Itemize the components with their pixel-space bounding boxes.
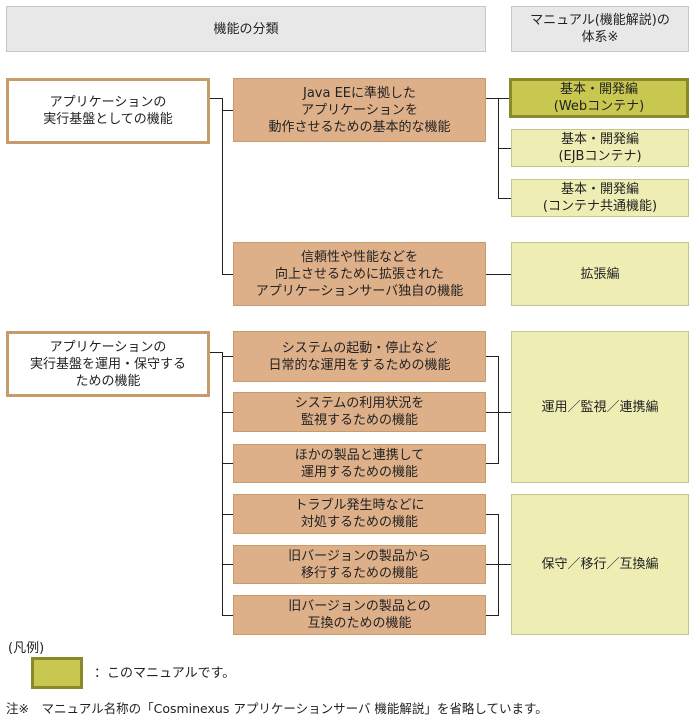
connector-line [486, 274, 511, 275]
legend-swatch [31, 657, 83, 689]
connector-line [222, 274, 233, 275]
connector-line [498, 356, 499, 464]
category-line: アプリケーションの [49, 95, 167, 110]
function-line: 動作させるための基本的な機能 [268, 119, 451, 135]
function-line: システムの利用状況を [294, 396, 425, 411]
function-line: 監視するための機能 [300, 413, 418, 428]
connector-line [222, 463, 233, 464]
connector-line [222, 514, 233, 515]
function-line: アプリケーションサーバ独自の機能 [255, 283, 464, 299]
manual-basic-dev-common: 基本・開発編 (コンテナ共通機能) [511, 179, 689, 217]
connector-line [486, 514, 498, 515]
function-integration: ほかの製品と連携して 運用するための機能 [233, 444, 486, 483]
function-line: 旧バージョンの製品との [288, 599, 431, 614]
function-line: 旧バージョンの製品から [288, 548, 431, 564]
category-line: 実行基盤を運用・保守する [29, 356, 186, 372]
function-line: Java EEに準拠した [302, 85, 417, 101]
connector-line [222, 412, 233, 413]
category-line: ための機能 [75, 373, 141, 389]
header-manual-system: マニュアル(機能解説)の 体系※ [511, 6, 689, 52]
connector-line [486, 98, 498, 99]
connector-line [210, 98, 222, 99]
manual-line: 基本・開発編 [560, 132, 639, 147]
function-migration: 旧バージョンの製品から 移行するための機能 [233, 545, 486, 584]
footnote: 注※ マニュアル名称の「Cosminexus アプリケーションサーバ 機能解説」… [6, 701, 548, 716]
manual-line: (EJBコンテナ) [558, 149, 642, 164]
function-line: 対処するための機能 [300, 515, 418, 530]
manual-operation-monitoring-integration: 運用／監視／連携編 [511, 331, 689, 483]
manual-line: (コンテナ共通機能) [542, 199, 658, 214]
connector-line [222, 615, 233, 616]
manual-line: (Webコンテナ) [553, 99, 645, 114]
function-monitoring: システムの利用状況を 監視するための機能 [233, 392, 486, 432]
manual-line: 保守／移行／互換編 [541, 557, 659, 572]
function-line: 移行するための機能 [300, 565, 418, 581]
manual-basic-dev-web: 基本・開発編 (Webコンテナ) [509, 78, 689, 118]
manual-line: 基本・開発編 [559, 82, 638, 97]
connector-line [222, 98, 223, 275]
category-line: アプリケーションの [49, 339, 167, 355]
function-line: トラブル発生時などに [294, 498, 425, 513]
function-start-stop: システムの起動・停止など 日常的な運用をするための機能 [233, 331, 486, 382]
function-line: 互換のための機能 [307, 616, 412, 631]
connector-line [210, 352, 222, 353]
manual-basic-dev-ejb: 基本・開発編 (EJBコンテナ) [511, 129, 689, 167]
connector-line [498, 198, 511, 199]
connector-line [222, 110, 233, 111]
category-operation-maintenance: アプリケーションの 実行基盤を運用・保守する ための機能 [6, 331, 210, 397]
function-javaee-basic: Java EEに準拠した アプリケーションを 動作させるための基本的な機能 [233, 78, 486, 142]
category-execution-platform: アプリケーションの 実行基盤としての機能 [6, 78, 210, 144]
manual-line: 拡張編 [580, 266, 620, 282]
function-line: ほかの製品と連携して [294, 447, 425, 463]
function-line: アプリケーションを [301, 102, 418, 118]
connector-line [498, 148, 511, 149]
header-left-label: 機能の分類 [213, 21, 279, 37]
connector-line [498, 98, 509, 99]
function-line: 信頼性や性能などを [300, 249, 418, 265]
function-line: 日常的な運用をするための機能 [268, 357, 451, 373]
function-line: システムの起動・停止など [281, 340, 438, 356]
manual-maintenance-migration-compat: 保守／移行／互換編 [511, 494, 689, 635]
header-function-classification: 機能の分類 [6, 6, 486, 52]
connector-line [486, 356, 498, 357]
function-line: 向上させるために拡張された [274, 266, 444, 282]
connector-line [222, 352, 223, 615]
legend-title: (凡例) [8, 641, 45, 656]
function-extended-reliability: 信頼性や性能などを 向上させるために拡張された アプリケーションサーバ独自の機能 [233, 242, 486, 306]
manual-line: 基本・開発編 [560, 182, 639, 197]
connector-line [222, 564, 233, 565]
manual-line: 運用／監視／連携編 [541, 399, 659, 415]
function-compatibility: 旧バージョンの製品との 互換のための機能 [233, 595, 486, 635]
header-right-line: マニュアル(機能解説)の [530, 13, 670, 28]
connector-line [486, 615, 498, 616]
category-line: 実行基盤としての機能 [43, 112, 173, 127]
function-line: 運用するための機能 [300, 464, 418, 480]
connector-line [486, 463, 498, 464]
header-right-line: 体系※ [581, 30, 619, 45]
manual-extension: 拡張編 [511, 242, 689, 306]
function-troubleshooting: トラブル発生時などに 対処するための機能 [233, 494, 486, 534]
connector-line [498, 514, 499, 616]
legend-label: ：このマニュアルです。 [94, 666, 236, 681]
connector-line [222, 356, 233, 357]
